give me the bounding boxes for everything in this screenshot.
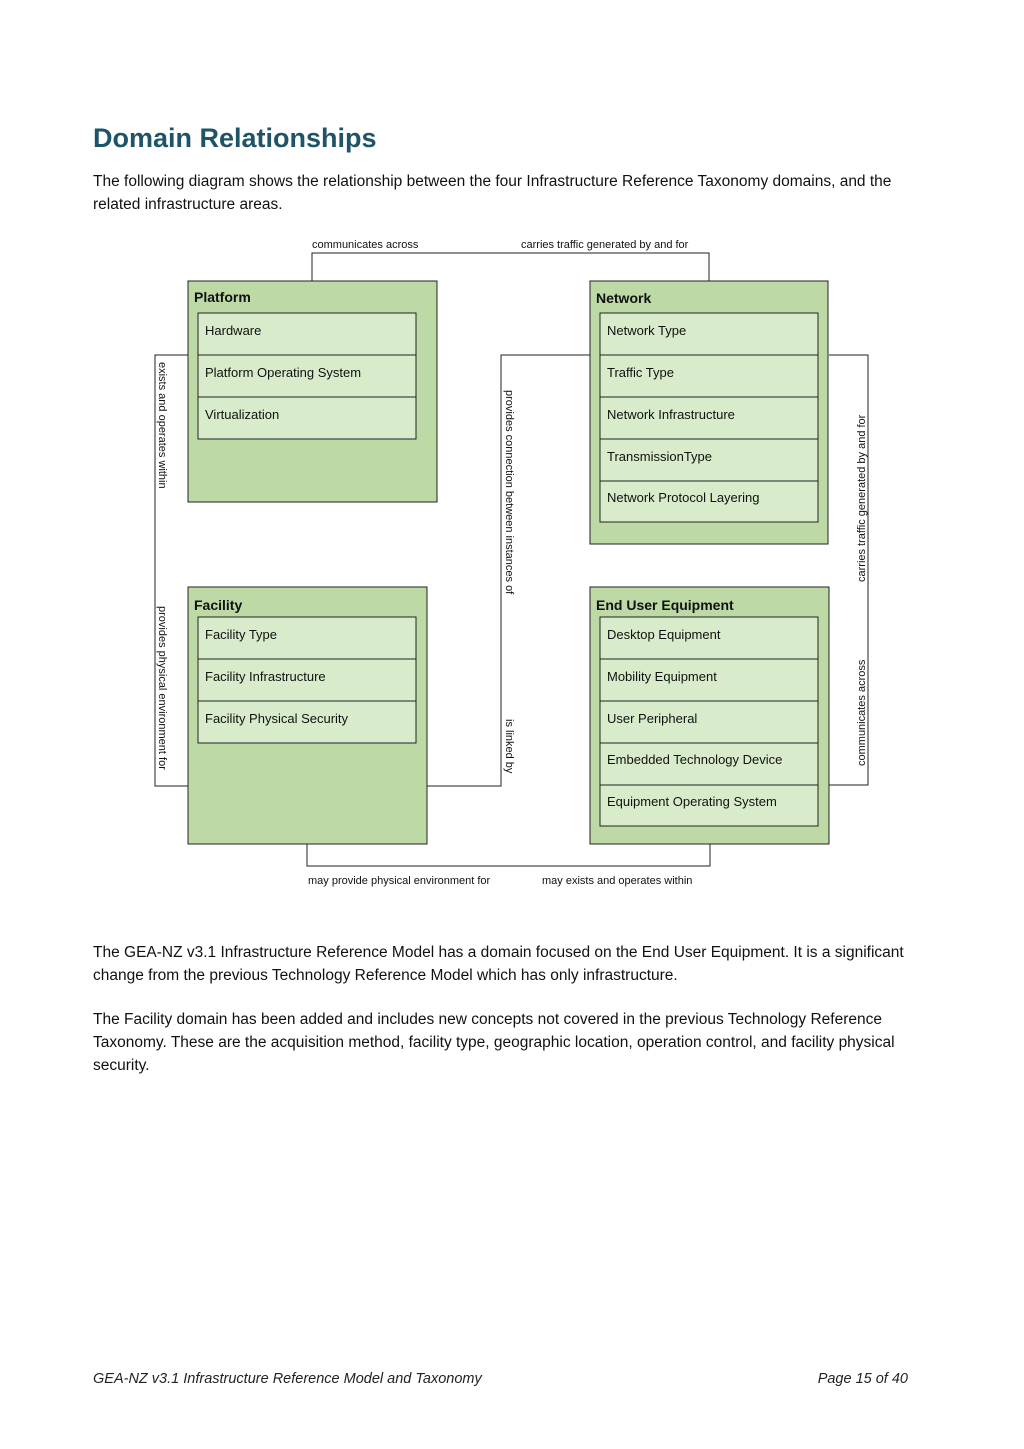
- domain-item: Platform Operating System: [205, 365, 361, 380]
- item-box: [599, 658, 819, 702]
- footer-page-number: Page 15 of 40: [817, 1371, 908, 1387]
- item-box: [599, 700, 819, 744]
- relation-label-top-right: carries traffic generated by and for: [521, 239, 689, 251]
- footer-document-title: GEA-NZ v3.1 Infrastructure Reference Mod…: [93, 1371, 482, 1387]
- domain-item: Network Infrastructure: [607, 407, 735, 422]
- domain-facility: Facility Facility Type Facility Infrastr…: [187, 586, 428, 845]
- item-box: [599, 354, 819, 398]
- relation-label-bottom-right: may exists and operates within: [542, 875, 692, 887]
- domain-item: Embedded Technology Device: [607, 752, 782, 767]
- domain-item: Equipment Operating System: [607, 794, 777, 809]
- connector-left: [154, 354, 188, 787]
- domain-network: Network Network Type Traffic Type Networ…: [589, 280, 829, 545]
- body-paragraph-1: The GEA-NZ v3.1 Infrastructure Reference…: [93, 944, 904, 984]
- domain-item: Facility Physical Security: [205, 711, 349, 726]
- item-box: [599, 438, 819, 482]
- intro-paragraph: The following diagram shows the relation…: [93, 173, 892, 213]
- item-box: [197, 616, 417, 660]
- item-box: [599, 480, 819, 523]
- connector-lines: [154, 252, 869, 867]
- relation-label-right-upper: carries traffic generated by and for: [856, 414, 868, 582]
- domain-title: Platform: [194, 289, 251, 305]
- item-box: [599, 784, 819, 827]
- connector-right: [829, 354, 869, 786]
- domain-item: Traffic Type: [607, 365, 674, 380]
- item-box: [197, 658, 417, 702]
- connector-center: [427, 354, 590, 787]
- domain-title: Network: [596, 290, 651, 306]
- domain-item: Desktop Equipment: [607, 627, 721, 642]
- relation-label-center-lower: is linked by: [503, 719, 515, 774]
- domain-item: Network Type: [607, 323, 686, 338]
- domain-item: Mobility Equipment: [607, 669, 717, 684]
- domain-item: Facility Infrastructure: [205, 669, 326, 684]
- relation-label-left-upper: exists and operates within: [156, 362, 168, 489]
- relation-label-left-lower: provides physical environment for: [156, 606, 168, 770]
- domain-item: TransmissionType: [607, 449, 712, 464]
- domain-item: User Peripheral: [607, 711, 697, 726]
- item-box: [197, 700, 417, 744]
- page-heading: Domain Relationships: [93, 123, 377, 153]
- domain-title: Facility: [194, 597, 242, 613]
- domain-item: Facility Type: [205, 627, 277, 642]
- domain-item: Network Protocol Layering: [607, 490, 759, 505]
- domain-item: Hardware: [205, 323, 261, 338]
- item-box: [599, 312, 819, 356]
- connector-bottom: [306, 844, 711, 867]
- relation-label-bottom-left: may provide physical environment for: [308, 875, 491, 887]
- domain-title: End User Equipment: [596, 597, 734, 613]
- connector-top: [311, 252, 710, 281]
- item-box: [599, 616, 819, 660]
- domain-item: Virtualization: [205, 407, 279, 422]
- item-box: [197, 396, 417, 440]
- item-box: [197, 312, 417, 356]
- relation-label-right-lower: communicates across: [856, 659, 868, 766]
- relation-label-top-left: communicates across: [312, 239, 419, 251]
- body-paragraph-2: The Facility domain has been added and i…: [93, 1011, 895, 1074]
- domain-platform: Platform Hardware Platform Operating Sys…: [187, 280, 438, 503]
- item-box: [599, 742, 819, 786]
- item-box: [197, 354, 417, 398]
- relation-label-center-upper: provides connection between instances of: [503, 390, 515, 595]
- domain-end-user-equipment: End User Equipment Desktop Equipment Mob…: [589, 586, 830, 845]
